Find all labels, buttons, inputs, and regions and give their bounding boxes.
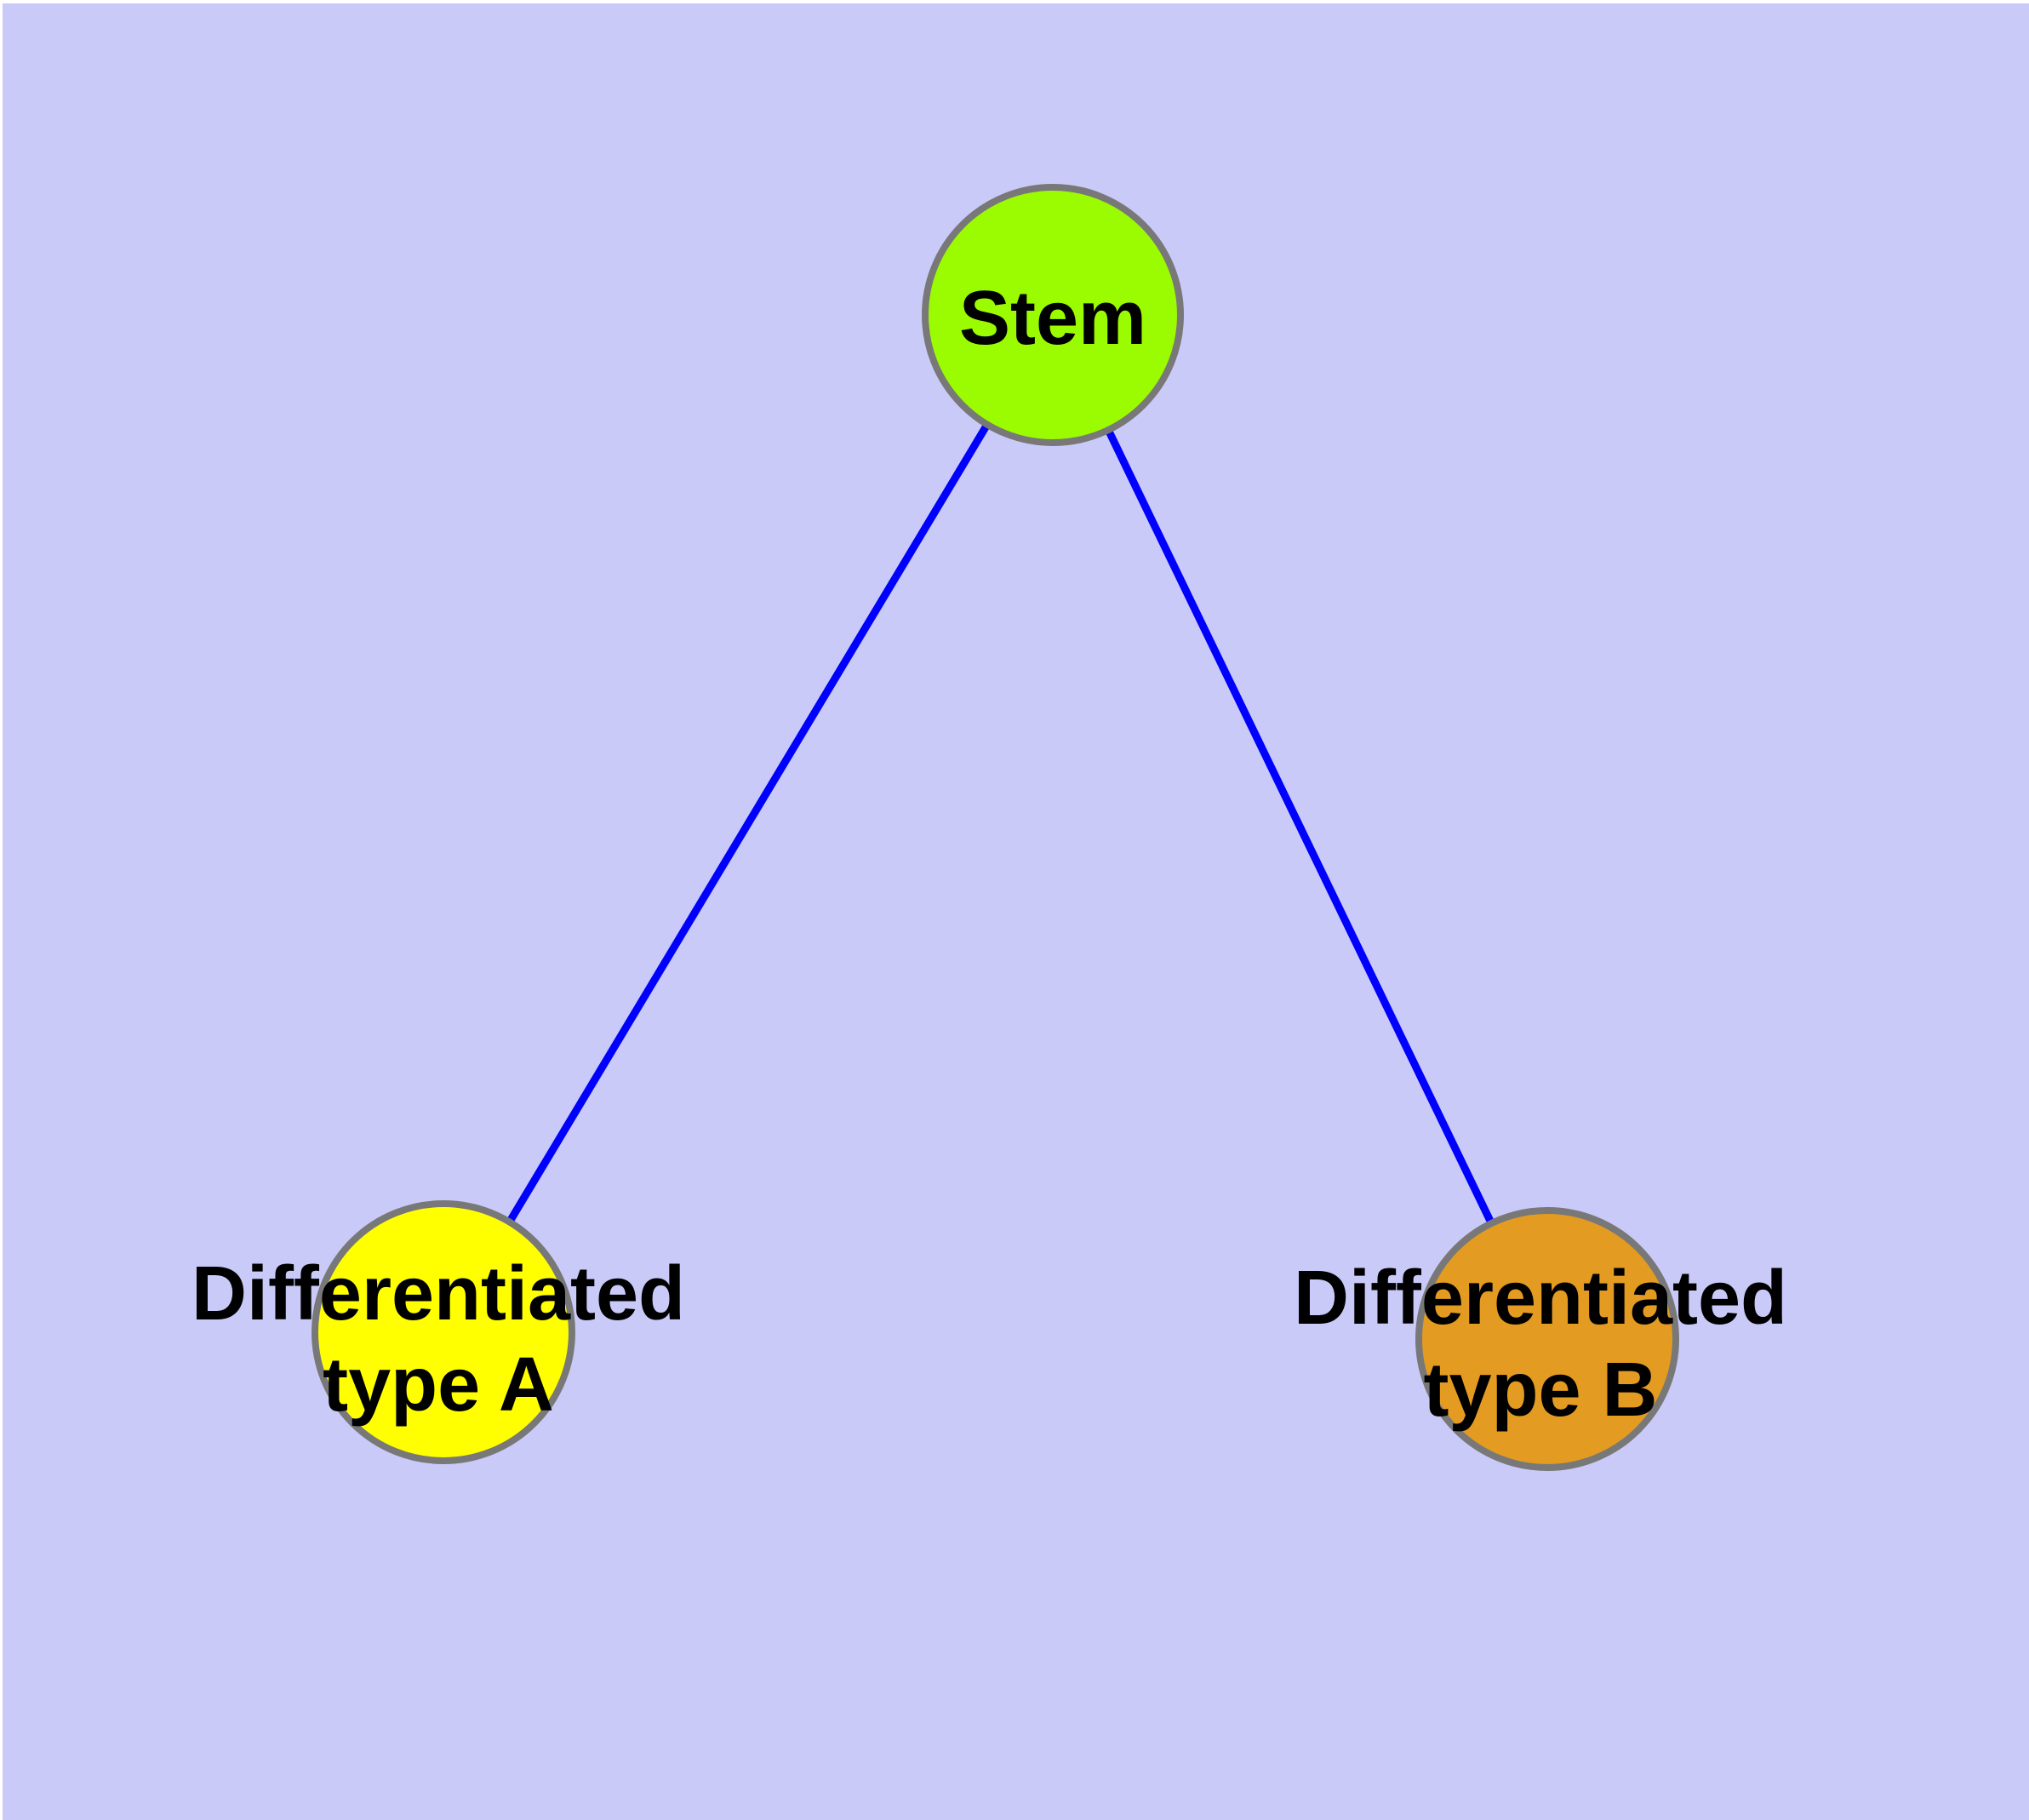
node-differentiated-type-b [1415,1207,1679,1471]
node-type-b-label-line1: Differentiated [1294,1256,1787,1341]
node-type-b-label-line2: type B [1423,1348,1657,1433]
edge-stem-to-type-b [1049,313,1552,1341]
edge-stem-to-type-a [440,312,1056,1335]
node-stem-label: Stem [959,276,1146,361]
node-differentiated-type-a [311,1200,575,1464]
node-stem [922,184,1184,446]
node-type-a-label-line1: Differentiated [191,1251,685,1336]
node-type-a-label-line2: type A [323,1342,554,1428]
